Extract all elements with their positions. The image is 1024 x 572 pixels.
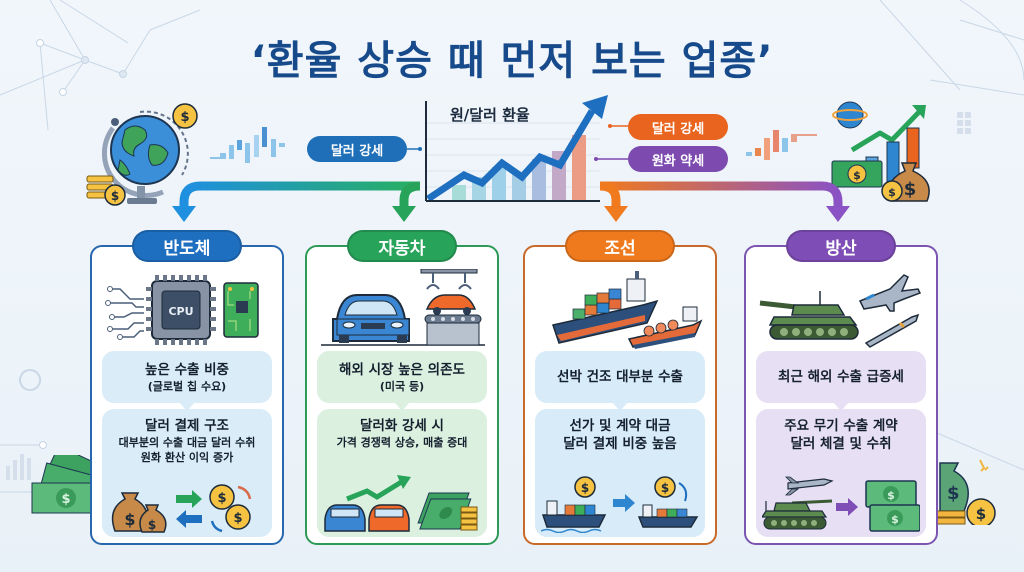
svg-text:$: $: [217, 491, 226, 506]
svg-text:$: $: [661, 481, 669, 495]
svg-text:$: $: [887, 489, 895, 502]
arms-contract-bubble: 주요 무기 수출 계약 달러 체결 및 수취 $ $: [756, 409, 926, 537]
svg-text:$: $: [180, 110, 189, 125]
dollar-strength-pill-left: 달러 강세: [307, 136, 407, 162]
export-surge-bubble: 최근 해외 수출 급증세: [756, 351, 926, 403]
sector-label: 자동차: [347, 230, 457, 262]
svg-text:$: $: [904, 179, 917, 200]
export-share-bubble: 높은 수출 비중 (글로벌 칩 수요): [102, 351, 272, 403]
cash-stack-left-icon: $: [31, 455, 100, 514]
svg-text:$: $: [124, 510, 135, 529]
sector-card-defense: 방산 최근 해외 수출 급증세 주요 무기 수출 계약 달러 체결 및 수취 $: [744, 230, 938, 545]
page-title: ‘환율 상승 때 먼저 보는 업종’: [250, 38, 774, 84]
contract-settlement-bubble: 선가 및 계약 대금 달러 결제 비중 높음 $ $: [535, 409, 705, 537]
money-exchange-icon: $ $ $ $: [111, 484, 252, 533]
sector-card-semiconductor: 반도체 CPU 높은 수출 비중 (글로벌 칩 수요) 달러 결제 구조 대부분…: [90, 230, 284, 545]
svg-text:$: $: [581, 481, 589, 495]
price-competitiveness-bubble: 달러화 강세 시 가격 경쟁력 상승, 매출 증대: [317, 409, 487, 537]
svg-text:$: $: [148, 518, 156, 532]
money-growth-icon: $ $ $: [831, 101, 930, 202]
car-factory-icon: [321, 269, 485, 346]
svg-text:$: $: [891, 513, 899, 526]
svg-text:$: $: [233, 511, 242, 526]
arms-to-dollars-icon: $ $: [762, 476, 920, 532]
military-equipment-icon: [759, 274, 922, 348]
dollar-strength-pill-right: 달러 강세: [628, 114, 728, 140]
sector-label: 반도체: [132, 230, 242, 262]
candlestick-right-icon: [746, 130, 817, 160]
svg-text:CPU: CPU: [168, 305, 193, 318]
ship-payment-icon: $ $: [541, 476, 699, 533]
cpu-chip-icon: CPU: [105, 275, 259, 345]
sector-card-shipbuilding: 조선 선박 건조 대부분 수출 선가 및 계약 대금 달러 결제 비중 높음 $…: [523, 230, 717, 545]
cars-revenue-up-icon: [324, 475, 478, 532]
svg-text:$: $: [111, 189, 119, 203]
coin-stack-icon: $: [86, 175, 126, 206]
sector-label: 방산: [786, 230, 896, 262]
ships-icon: [552, 271, 703, 349]
svg-text:$: $: [61, 492, 70, 507]
exchange-rate-chart: [425, 95, 608, 202]
sector-label: 조선: [565, 230, 675, 262]
dollar-settlement-bubble: 달러 결제 구조 대부분의 수출 대금 달러 수취 원화 환산 이익 증가 $ …: [102, 409, 272, 537]
export-ratio-bubble: 선박 건조 대부분 수출: [535, 351, 705, 403]
svg-text:$: $: [976, 505, 986, 523]
won-weakness-pill: 원화 약세: [628, 146, 728, 172]
globe-icon: $ $: [86, 103, 198, 206]
overseas-dependence-bubble: 해외 시장 높은 의존도 (미국 등): [317, 351, 487, 403]
chart-title: 원/달러 환율: [450, 106, 530, 124]
candlestick-left-icon: [210, 127, 285, 163]
svg-text:$: $: [888, 186, 896, 199]
svg-text:$: $: [947, 483, 960, 504]
svg-text:$: $: [853, 169, 861, 182]
sector-card-automobile: 자동차 해외 시장 높은 의존도 (미국 등) 달러화 강세 시 가격 경쟁력 …: [305, 230, 499, 545]
money-bag-right-icon: $ $: [935, 459, 996, 525]
